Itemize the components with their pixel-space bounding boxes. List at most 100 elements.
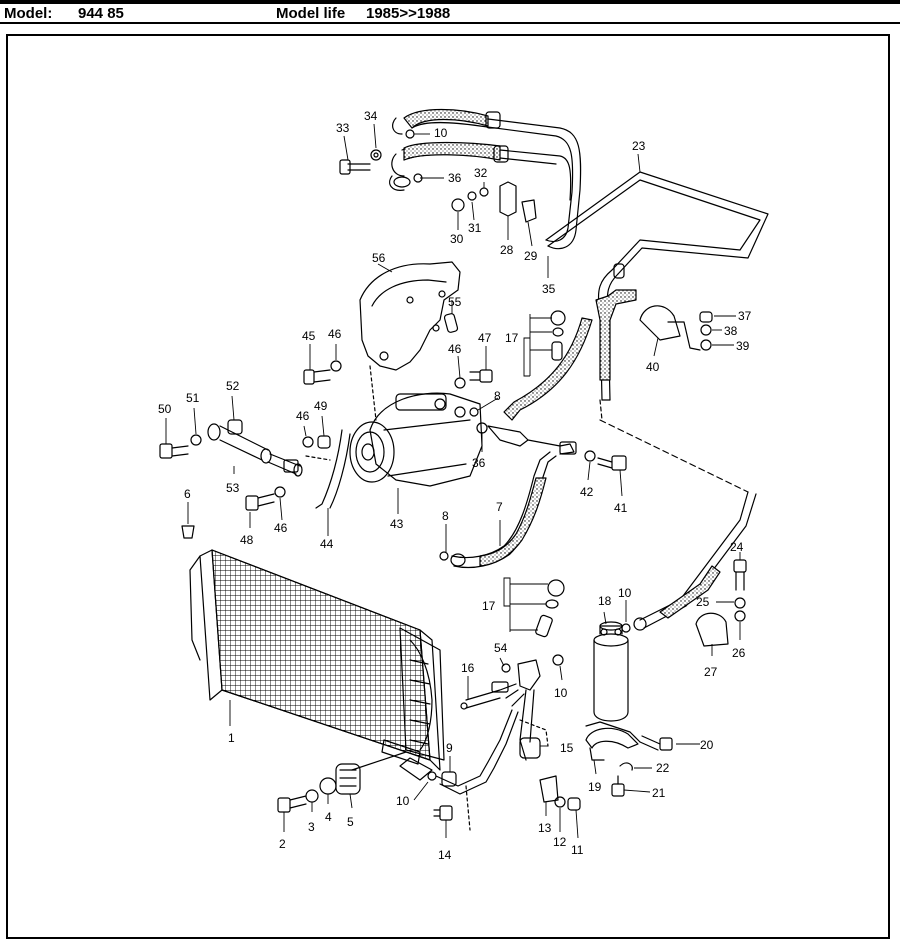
callout-18: 18 (598, 594, 612, 608)
seal-10-top (405, 129, 415, 139)
callout-51: 51 (186, 391, 200, 405)
hose-right-dotted (595, 289, 637, 381)
clip-22 (619, 762, 633, 771)
callout-54: 54 (494, 641, 508, 655)
callout-46-left: 46 (296, 409, 310, 423)
callout-12: 12 (553, 835, 567, 849)
washer-42 (584, 450, 596, 462)
callout-19: 19 (588, 780, 602, 794)
leader-lines (165, 123, 741, 839)
fitting-7 (450, 553, 466, 567)
bolt-24 (733, 559, 747, 591)
callout-21: 21 (652, 786, 666, 800)
hose-36-dotted (403, 141, 501, 161)
clamp-40 (639, 305, 681, 341)
callout-35: 35 (542, 282, 556, 296)
washer-46-right (454, 377, 466, 389)
seal-10-lower-left (427, 771, 437, 781)
callout-14: 14 (438, 848, 452, 862)
seal-10-drier (621, 623, 631, 633)
callout-6: 6 (184, 487, 191, 501)
callout-13: 13 (538, 821, 552, 835)
callout-56: 56 (372, 251, 386, 265)
callout-23: 23 (632, 139, 646, 153)
callout-47: 47 (478, 331, 492, 345)
callout-32: 32 (474, 166, 488, 180)
switch-group-17 (535, 579, 565, 638)
callout-53: 53 (226, 481, 240, 495)
callout-1: 1 (228, 731, 235, 745)
callout-8-lower: 8 (442, 509, 449, 523)
callout-15: 15 (560, 741, 574, 755)
callout-28: 28 (500, 243, 514, 257)
header-top-rule (0, 0, 900, 4)
bolt-47 (469, 369, 493, 383)
callout-17-upper: 17 (505, 331, 519, 345)
bolt-33 (339, 159, 371, 175)
seal-8-lower (439, 551, 449, 561)
receiver-drier-18 (593, 621, 629, 722)
callout-7: 7 (496, 500, 503, 514)
washer-51 (190, 434, 202, 446)
sensor-16 (465, 683, 517, 709)
callout-25: 25 (696, 595, 710, 609)
callout-10-top: 10 (434, 126, 448, 140)
callout-27: 27 (704, 665, 718, 679)
callout-36-top: 36 (448, 171, 462, 185)
header-bar: Model: 944 85 Model life 1985>>1988 (0, 4, 900, 24)
callout-17-lower: 17 (482, 599, 496, 613)
compressor-43 (349, 392, 483, 487)
washer-46-lower (274, 486, 286, 498)
callout-52: 52 (226, 379, 240, 393)
callout-10-drier: 10 (618, 586, 632, 600)
seal-10-mid (552, 654, 564, 666)
callout-30: 30 (450, 232, 464, 246)
compressor-bracket-56 (359, 261, 461, 371)
callout-42: 42 (580, 485, 594, 499)
model-label: Model: (4, 5, 53, 22)
callout-46-lower: 46 (274, 521, 288, 535)
seal-8-upper (469, 407, 479, 417)
bolt-21 (611, 775, 625, 797)
washer-3 (305, 789, 319, 803)
sleeve-4 (319, 777, 337, 795)
mount-27 (695, 612, 729, 647)
callout-24: 24 (730, 540, 744, 554)
callout-34: 34 (364, 109, 378, 123)
clamp-29 (521, 199, 537, 223)
callout-8-upper: 8 (494, 389, 501, 403)
callout-50: 50 (158, 402, 172, 416)
callout-41: 41 (614, 501, 628, 515)
bolt-20 (639, 735, 673, 751)
callout-38: 38 (724, 324, 738, 338)
callout-39: 39 (736, 339, 750, 353)
callout-46-upper: 46 (328, 327, 342, 341)
bolt-2 (277, 795, 307, 813)
grommet-upper (613, 263, 625, 279)
washer-25 (734, 597, 746, 609)
washer-46-upper (330, 360, 342, 372)
callout-5: 5 (347, 815, 354, 829)
callout-33: 33 (336, 121, 350, 135)
hose-7 (451, 451, 551, 559)
bolt-48 (245, 493, 275, 511)
bolt-41 (597, 455, 627, 471)
callout-9: 9 (446, 741, 453, 755)
callout-55: 55 (448, 295, 462, 309)
washer-32 (479, 187, 489, 197)
callout-10-mid: 10 (554, 686, 568, 700)
washer-38 (700, 324, 712, 336)
hose-upper-double (401, 112, 769, 401)
washer-26 (734, 610, 746, 622)
hose-fittings-top (389, 111, 509, 191)
callout-4: 4 (325, 810, 332, 824)
callout-40: 40 (646, 360, 660, 374)
condenser-1 (189, 549, 445, 781)
bolt-50 (159, 443, 189, 459)
switch-group-17-upper (550, 310, 566, 361)
callout-2: 2 (279, 837, 286, 851)
callout-31: 31 (468, 221, 482, 235)
bracket-28 (499, 181, 517, 217)
seal-36-mid (476, 422, 488, 434)
washer-34 (370, 149, 382, 161)
